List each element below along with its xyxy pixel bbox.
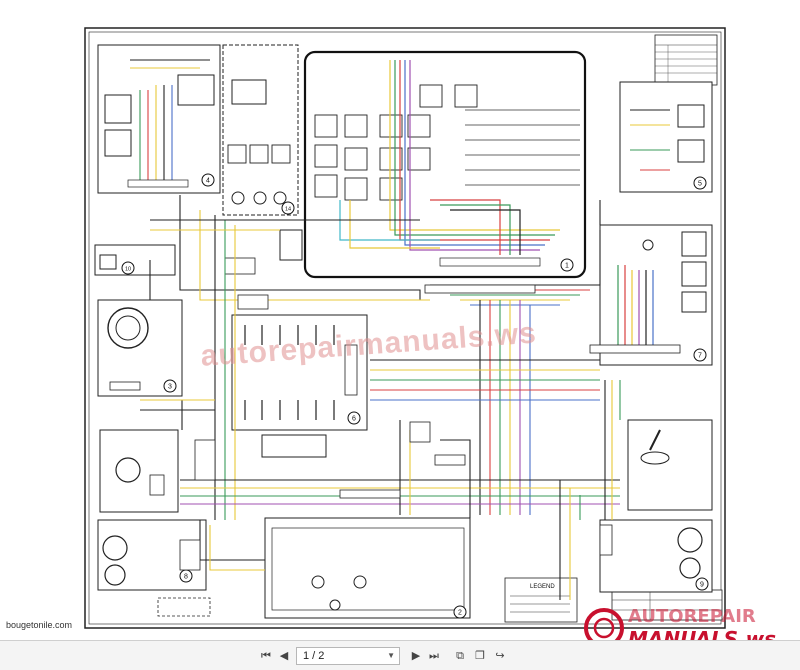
- connectors: [109, 284, 681, 571]
- page-number-input[interactable]: 1 / 2 ▼: [296, 647, 400, 665]
- legend-box: LEGEND: [504, 577, 578, 623]
- export-icon[interactable]: ↪: [495, 649, 505, 662]
- module-number-3: 3: [168, 384, 172, 391]
- module-5-box: [619, 81, 713, 193]
- autorepair-logo: AUTOREPAIR MANUALS.ws: [584, 606, 776, 640]
- module-number-4: 4: [206, 178, 210, 185]
- module-number-9: 9: [700, 582, 704, 589]
- first-page-icon[interactable]: ⏮: [261, 649, 271, 662]
- module-joystick-box: [627, 419, 713, 511]
- fit-page-icon[interactable]: ⧉: [456, 649, 464, 662]
- wiring-schematic-page: LEGEND: [84, 27, 776, 640]
- module-lefthand-box: [99, 429, 179, 513]
- zoom-icon[interactable]: ❐: [475, 649, 485, 662]
- module-14-box: [222, 44, 299, 216]
- next-page-icon[interactable]: ▶: [411, 649, 421, 662]
- module-number-5: 5: [698, 181, 702, 188]
- module-7-box: [599, 224, 713, 366]
- module-2-box: [264, 517, 471, 619]
- module-6-box: [231, 314, 368, 431]
- prev-page-icon[interactable]: ◀: [279, 649, 289, 662]
- module-10-box: [94, 244, 176, 276]
- chevron-down-icon[interactable]: ▼: [387, 651, 395, 660]
- module-number-2: 2: [458, 610, 462, 617]
- logo-line2: MANUALS.ws: [628, 627, 776, 640]
- module-number-10: 10: [125, 267, 131, 273]
- module-number-8: 8: [184, 574, 188, 581]
- module-number-14: 14: [285, 207, 291, 213]
- logo-line1: AUTOREPAIR: [628, 606, 756, 627]
- last-page-icon[interactable]: ⏭: [429, 649, 439, 662]
- pdf-toolbar: ⏮ ◀ 1 / 2 ▼ ▶ ⏭ ⧉ ❐ ↪: [0, 640, 800, 670]
- title-block: [611, 34, 723, 621]
- wiring-harness: [140, 195, 621, 600]
- module-number-6: 6: [352, 416, 356, 423]
- module-number-1: 1: [565, 263, 569, 270]
- source-label: bougetonile.com: [6, 620, 73, 630]
- legend-title: LEGEND: [530, 584, 555, 590]
- module-9-box: [599, 519, 713, 593]
- module-4-box: [97, 44, 221, 194]
- module-number-7: 7: [698, 353, 702, 360]
- module-3-box: [97, 299, 183, 397]
- module-1-box: [303, 50, 587, 279]
- page-number-value: 1 / 2: [303, 650, 325, 662]
